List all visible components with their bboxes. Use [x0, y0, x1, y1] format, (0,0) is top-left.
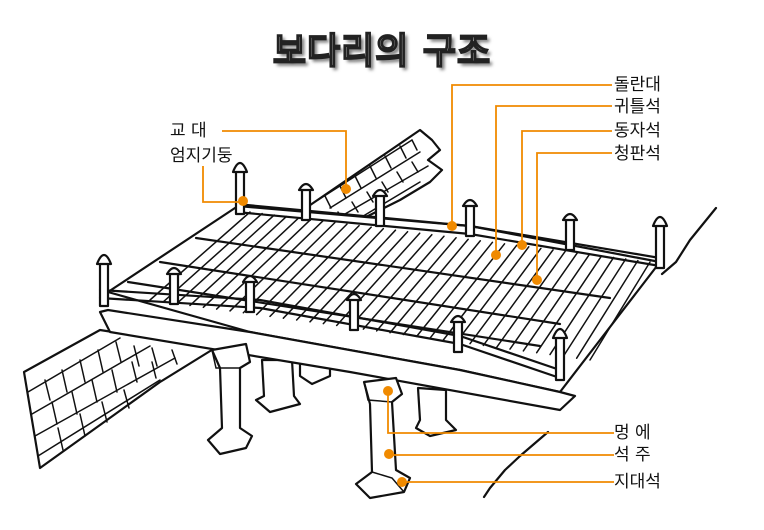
deck-plank-line [175, 214, 275, 305]
railing-post [371, 188, 389, 228]
newel-post [95, 253, 113, 308]
far-abutment-wall [298, 128, 444, 222]
deck-plank-line [202, 217, 300, 309]
label-cheongpanseok: 청판석 [614, 144, 661, 164]
label-meongae: 멍 에 [614, 423, 651, 443]
near-abutment-wall [22, 328, 217, 470]
deck-plank-line [455, 246, 530, 343]
deck-plank-line [469, 247, 542, 345]
deck-plank-line [389, 238, 469, 334]
deck-plank-line [562, 258, 627, 358]
deck-plank-line [509, 252, 579, 350]
deck-plank-line [402, 240, 482, 336]
railing-post [241, 274, 259, 314]
deck-plank-line [295, 227, 385, 321]
newel-post [231, 161, 249, 216]
deck-plank-line [375, 237, 457, 332]
deck-plank-line [415, 241, 494, 338]
deck-plank-line [522, 253, 591, 352]
deck-plank-line [482, 249, 554, 347]
deck-plank-line [309, 229, 397, 323]
deck-plank-line [162, 212, 263, 303]
deck-plank-line [575, 259, 639, 359]
deck-plank-line [429, 243, 506, 339]
label-gyodae: 교 대 [170, 121, 207, 141]
newel-post [551, 327, 569, 382]
deck-plank-line [189, 215, 288, 307]
deck-plank-line [322, 230, 409, 325]
railing-post [297, 182, 315, 222]
deck-plank-line [535, 255, 603, 354]
label-eomjigidung: 엄지기둥 [170, 146, 233, 166]
railing-post [345, 292, 363, 332]
label-jidaeseok: 지대석 [614, 472, 661, 492]
deck-plank-line [255, 223, 348, 316]
label-dollandae: 돌란대 [614, 75, 661, 95]
far-bank-line [660, 206, 718, 276]
deck-plank-line [149, 211, 251, 301]
newel-post [651, 215, 669, 270]
deck-plank-line [495, 250, 566, 349]
deck-plank-line [362, 235, 445, 330]
railing-post [561, 212, 579, 252]
front-railing [95, 253, 569, 382]
deck-plank-line [242, 221, 336, 314]
label-seokju: 석 주 [614, 445, 651, 465]
label-gwiteulseok: 귀틀석 [614, 97, 661, 117]
deck-plank-line [349, 233, 433, 329]
deck-plank-line [269, 224, 360, 318]
railing-post [461, 198, 479, 238]
railing-post [165, 266, 183, 306]
deck-plank-line [215, 218, 312, 310]
deck-plank-line [282, 226, 372, 319]
railing-post [449, 314, 467, 354]
near-bank-line [482, 430, 550, 499]
deck-plank-line [589, 261, 651, 361]
back-railing [231, 161, 669, 270]
diagram-title: 보다리의 구조 [272, 30, 492, 73]
leader-lines [202, 84, 614, 487]
front-piers [206, 342, 412, 500]
label-dongjaseok: 동자석 [614, 121, 661, 141]
